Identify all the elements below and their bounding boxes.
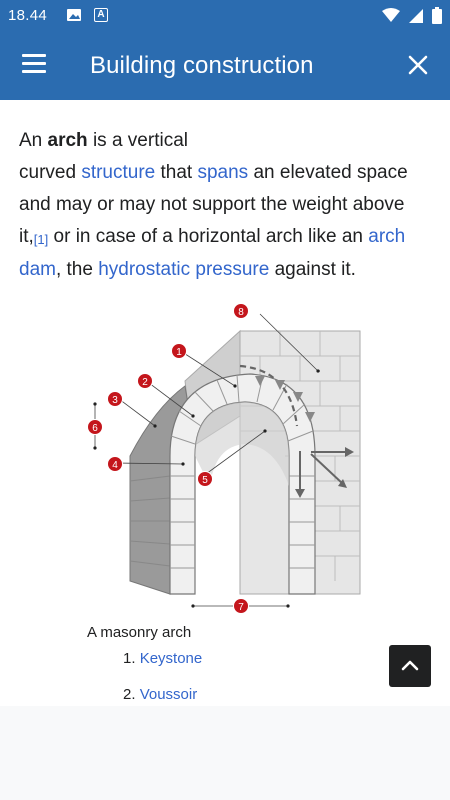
wifi-icon: [382, 8, 400, 28]
figure-label-1: 1: [176, 347, 182, 358]
figure-label-8: 8: [238, 307, 244, 318]
signal-icon: [408, 8, 424, 29]
chevron-up-icon: [401, 660, 419, 671]
figure-label-6: 6: [92, 423, 98, 434]
app-bar: Building construction: [0, 32, 450, 100]
article-content: An arch is a vertical curved structure t…: [0, 100, 450, 706]
figure-label-4: 4: [112, 460, 118, 471]
link-structure[interactable]: structure: [81, 162, 156, 183]
bold-term: arch: [47, 130, 88, 151]
masonry-arch-figure[interactable]: 1 2 3 4 5 6 7 8: [75, 296, 370, 616]
figure-label-2: 2: [142, 377, 148, 388]
hamburger-icon: [22, 54, 46, 57]
battery-icon: [432, 7, 442, 29]
link-spans[interactable]: spans: [197, 162, 249, 183]
menu-button[interactable]: [22, 54, 48, 76]
status-time: 18.44: [8, 7, 48, 24]
figure-label-3: 3: [112, 395, 118, 406]
link-dam[interactable]: dam: [19, 259, 56, 280]
article-paragraph: An arch is a vertical curved structure t…: [19, 130, 408, 280]
figure-label-5: 5: [202, 475, 208, 486]
link-hydrostatic-pressure[interactable]: hydrostatic pressure: [98, 259, 270, 280]
link-arch[interactable]: arch: [368, 226, 406, 247]
reference-link[interactable]: [1]: [33, 232, 49, 247]
app-a-icon: A: [94, 8, 108, 22]
scroll-to-top-button[interactable]: [389, 645, 431, 687]
figure-labels: 1 2 3 4 5 6 7 8: [87, 303, 249, 614]
link-voussoir[interactable]: Voussoir: [139, 686, 198, 703]
status-bar: 18.44 A: [0, 0, 450, 32]
figure-caption: A masonry arch: [87, 624, 192, 641]
image-icon: [66, 8, 82, 27]
link-keystone[interactable]: Keystone: [139, 650, 203, 667]
list-item: 1. Keystone: [123, 650, 203, 667]
bottom-blank-area: [0, 706, 450, 800]
close-icon: [408, 55, 428, 75]
figure-label-7: 7: [238, 602, 244, 613]
page-title: Building construction: [90, 52, 314, 79]
list-item: 2. Voussoir: [123, 686, 198, 703]
close-button[interactable]: [404, 51, 432, 79]
